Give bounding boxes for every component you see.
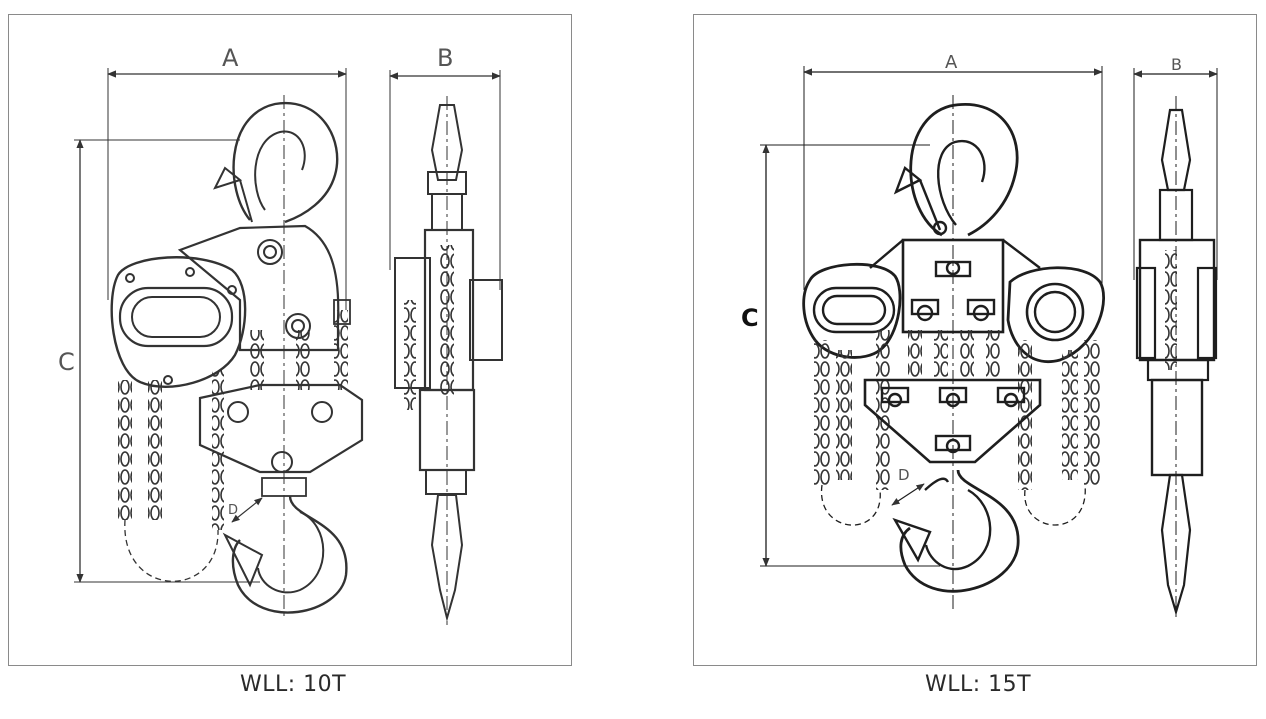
- dim-d-label-10t: D: [228, 503, 238, 518]
- caption-wll-10t: WLL: 10T: [240, 672, 347, 697]
- dim-b-label-15t: B: [1171, 55, 1182, 74]
- hoist-10t-front-view: [74, 68, 364, 620]
- hoist-10t-side-view: [389, 70, 503, 625]
- hoist-15t-front-view: [760, 66, 1105, 610]
- caption-wll-15t: WLL: 15T: [925, 672, 1032, 697]
- hoist-15t-side-view: [1133, 68, 1218, 620]
- diagram-panel-15t: [693, 14, 1257, 666]
- dim-a-label-15t: A: [945, 52, 958, 73]
- dim-c-label-15t: C: [741, 304, 759, 332]
- dim-d-label-15t: D: [898, 466, 910, 484]
- dim-a-label-10t: A: [222, 44, 239, 72]
- diagram-panel-10t: [8, 14, 572, 666]
- dim-c-label-10t: C: [58, 348, 75, 376]
- dim-b-label-10t: B: [437, 44, 453, 72]
